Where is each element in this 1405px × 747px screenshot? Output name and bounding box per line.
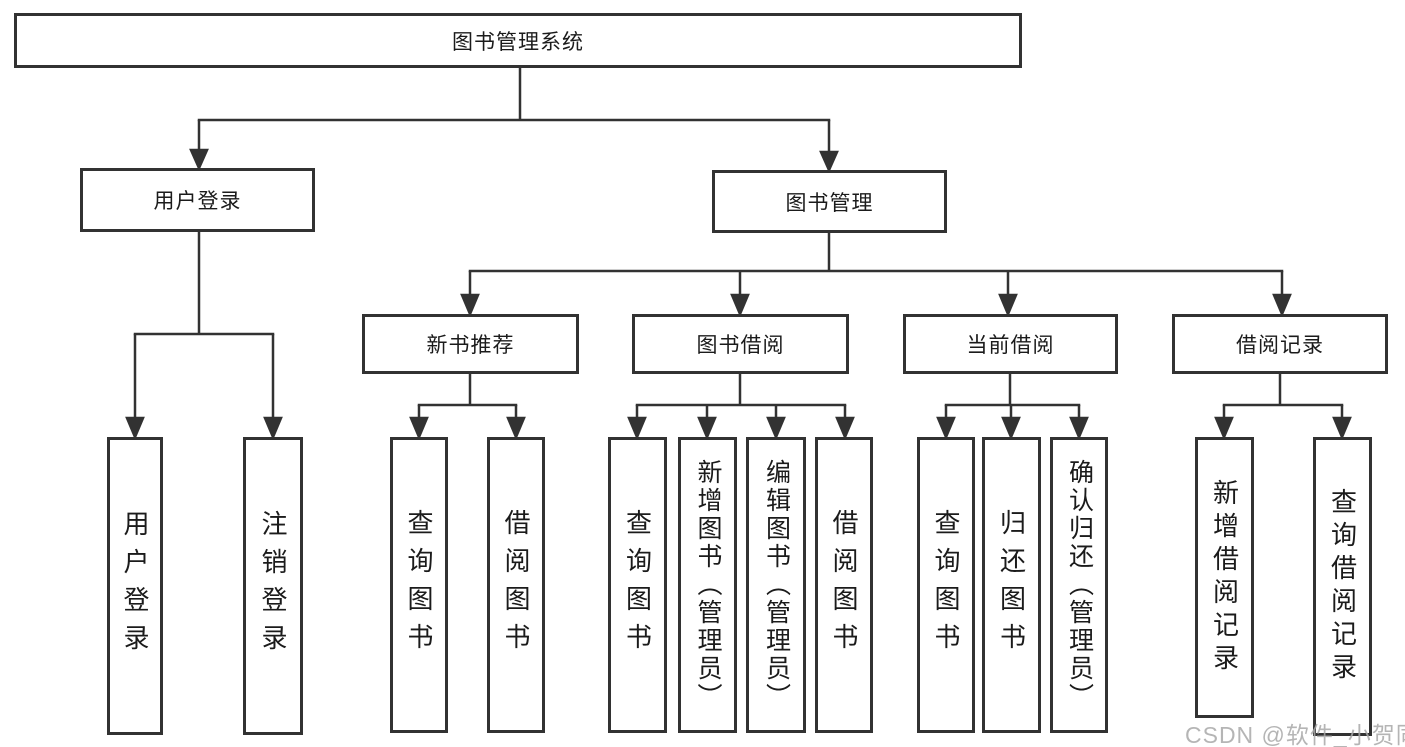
node-query-books-current: 查询图书 bbox=[917, 437, 975, 733]
node-label: 查询借阅记录 bbox=[1327, 487, 1358, 686]
node-add-borrow-record: 新增借阅记录 bbox=[1195, 437, 1254, 718]
node-label: 图书管理系统 bbox=[452, 30, 584, 54]
node-label: 借阅图书 bbox=[501, 509, 531, 661]
node-current-borrow: 当前借阅 bbox=[903, 314, 1118, 374]
node-label: 查询图书 bbox=[404, 509, 434, 661]
node-label: 新增图书（管理员） bbox=[694, 459, 722, 711]
node-new-book-recommend: 新书推荐 bbox=[362, 314, 579, 374]
node-label: 确认归还（管理员） bbox=[1065, 459, 1094, 711]
node-label: 注销登录 bbox=[258, 510, 288, 662]
node-library-system: 图书管理系统 bbox=[14, 13, 1022, 68]
node-label: 借阅记录 bbox=[1236, 334, 1324, 357]
node-add-book-admin: 新增图书（管理员） bbox=[678, 437, 737, 733]
node-book-management: 图书管理 bbox=[712, 170, 947, 233]
node-label: 图书管理 bbox=[785, 191, 874, 215]
node-borrow-books-leaf: 借阅图书 bbox=[815, 437, 873, 733]
node-label: 当前借阅 bbox=[966, 334, 1055, 357]
node-label: 查询图书 bbox=[622, 509, 653, 661]
node-label: 用户登录 bbox=[153, 190, 242, 213]
node-label: 归还图书 bbox=[996, 509, 1027, 661]
node-logout-leaf: 注销登录 bbox=[243, 437, 303, 735]
node-edit-book-admin: 编辑图书（管理员） bbox=[746, 437, 806, 733]
node-borrow-records: 借阅记录 bbox=[1172, 314, 1388, 374]
node-label: 查询图书 bbox=[931, 509, 961, 661]
node-borrow-books-recommend: 借阅图书 bbox=[487, 437, 545, 733]
node-query-books-borrow: 查询图书 bbox=[608, 437, 667, 733]
node-book-borrow: 图书借阅 bbox=[632, 314, 849, 374]
node-label: 借阅图书 bbox=[829, 509, 859, 661]
node-query-books-recommend: 查询图书 bbox=[390, 437, 448, 733]
node-label: 新增借阅记录 bbox=[1209, 478, 1240, 677]
node-user-login: 用户登录 bbox=[80, 168, 315, 232]
node-user-login-leaf: 用户登录 bbox=[107, 437, 163, 735]
csdn-watermark: CSDN @软件_小贺同学 bbox=[1185, 722, 1405, 747]
node-label: 编辑图书（管理员） bbox=[762, 459, 791, 711]
node-label: 图书借阅 bbox=[696, 334, 785, 357]
node-label: 新书推荐 bbox=[426, 334, 515, 357]
node-label: 用户登录 bbox=[120, 510, 150, 662]
node-confirm-return-admin: 确认归还（管理员） bbox=[1050, 437, 1108, 733]
node-return-books: 归还图书 bbox=[982, 437, 1041, 733]
node-query-borrow-record: 查询借阅记录 bbox=[1313, 437, 1372, 736]
